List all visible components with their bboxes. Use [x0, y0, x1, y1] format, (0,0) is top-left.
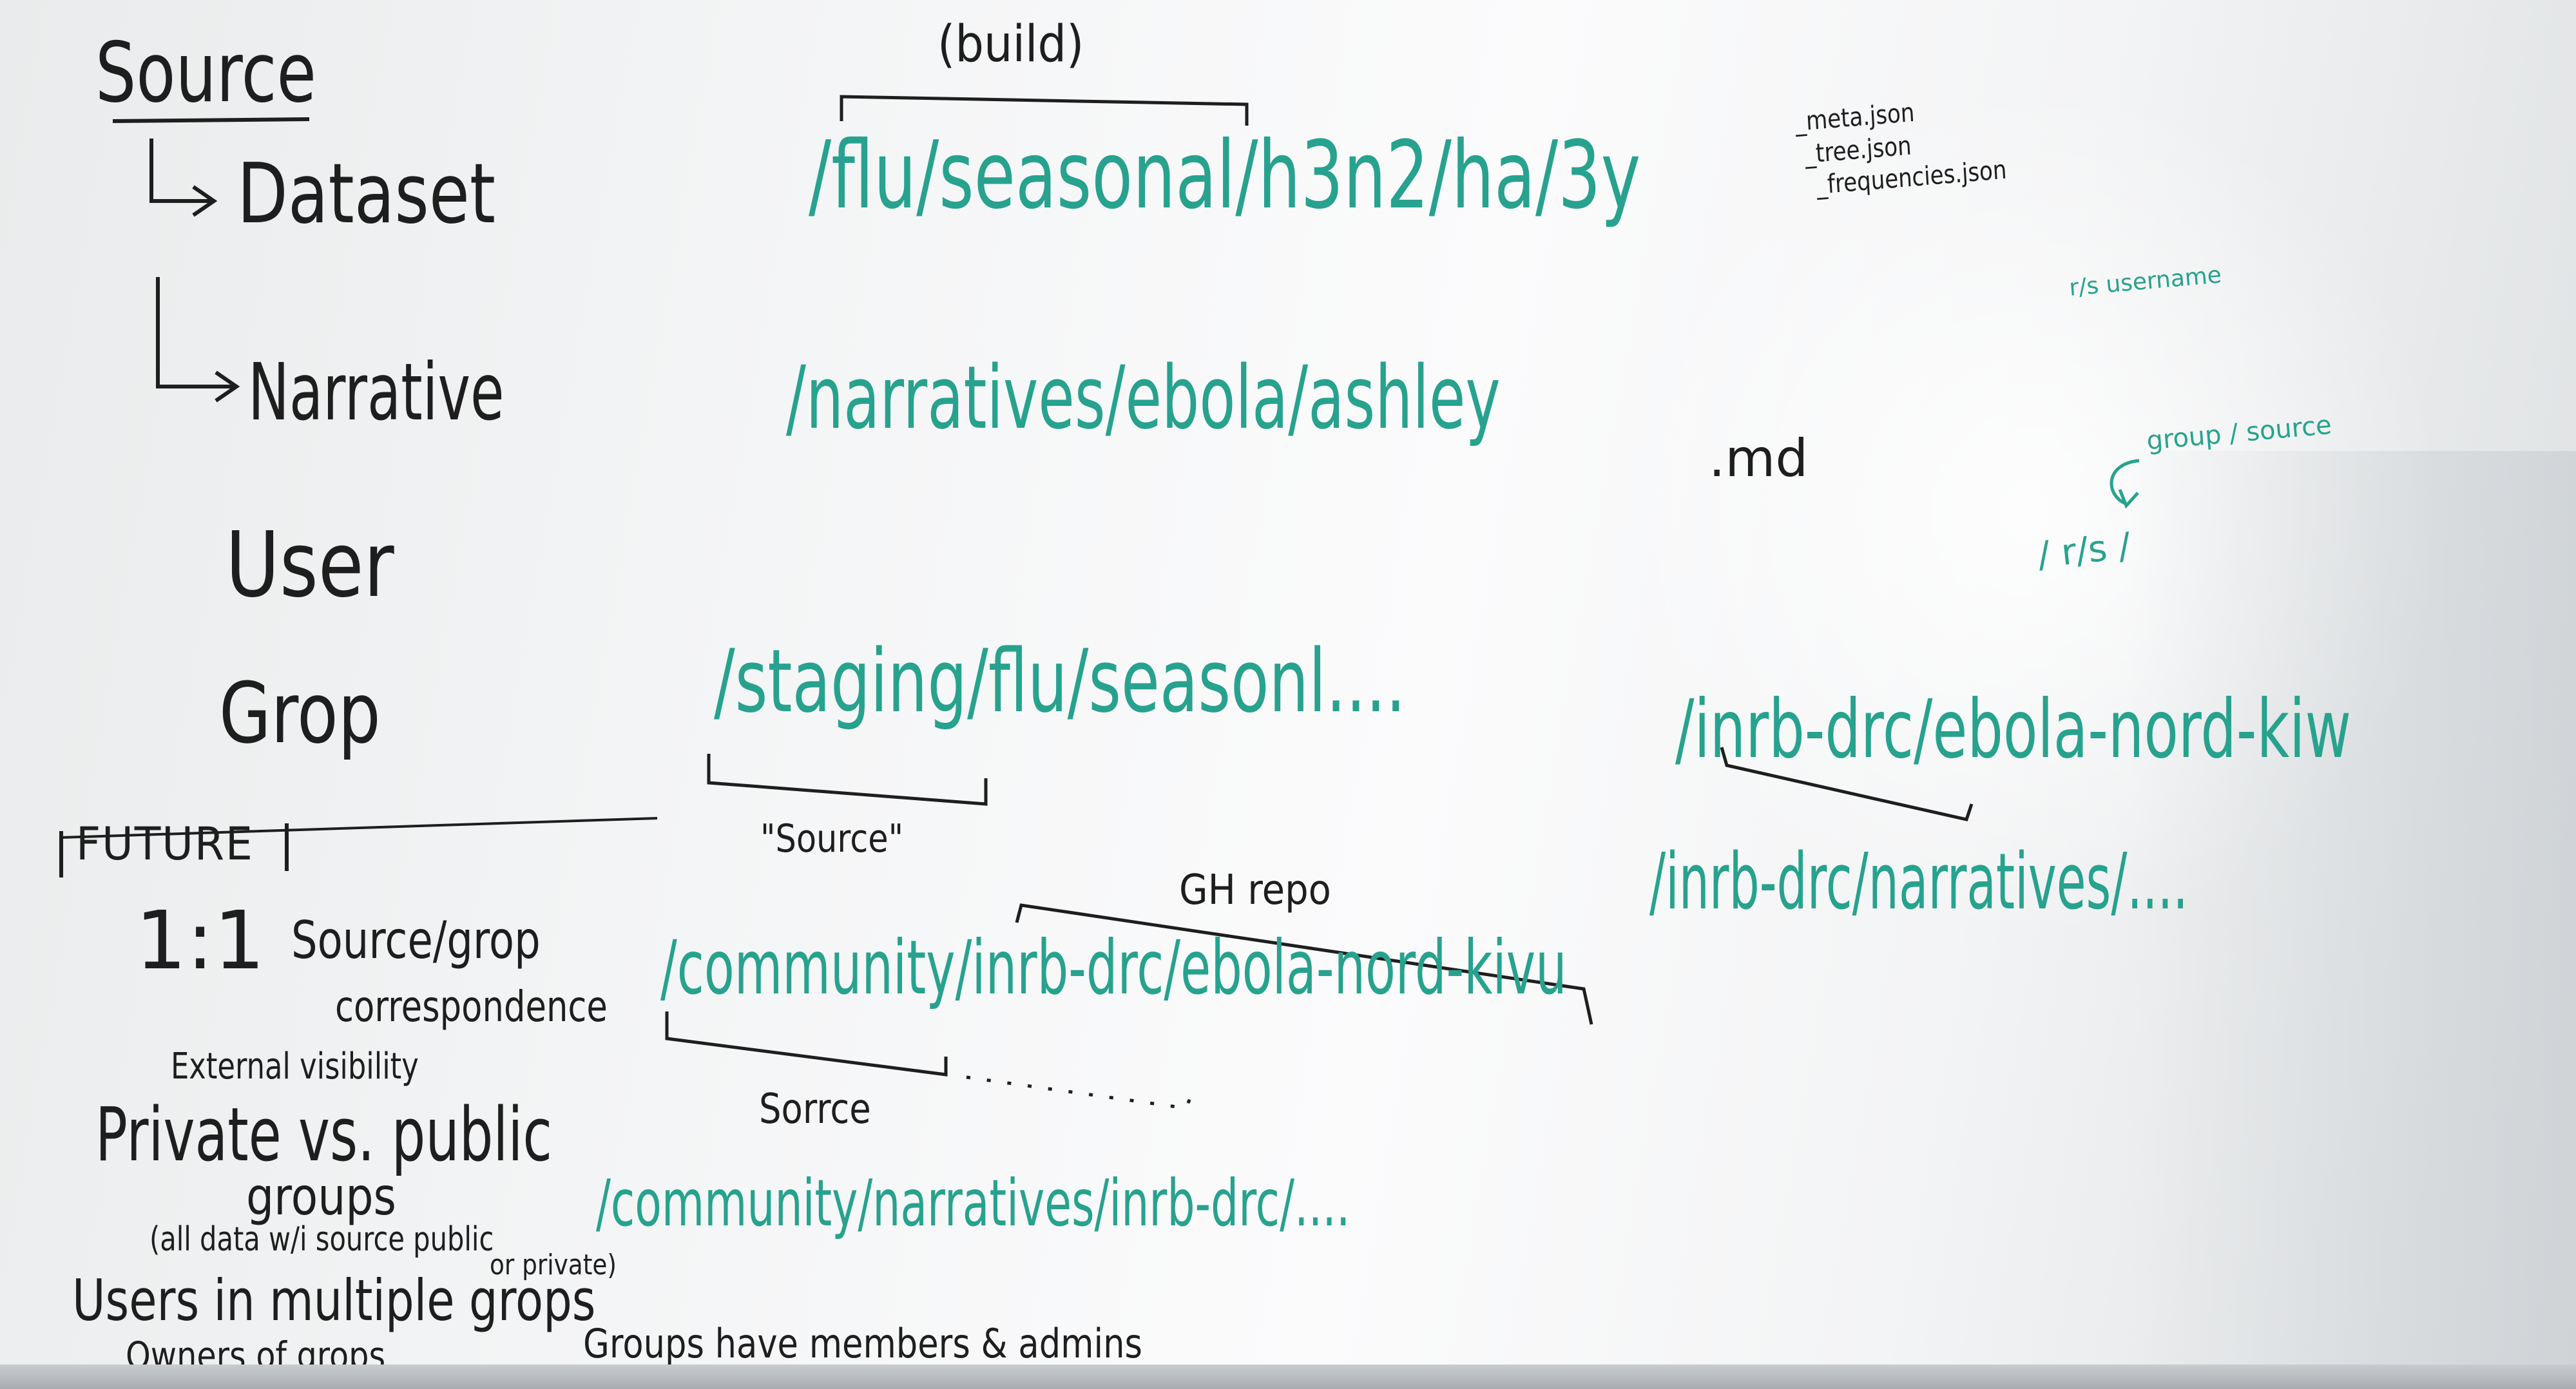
source-label: Source: [95, 25, 316, 121]
sonve-label: Sorrce: [759, 1086, 871, 1133]
gh-repo-bracket: [1015, 903, 1593, 1025]
future-divider: [61, 817, 658, 839]
correspondence-text: correspondence: [335, 982, 608, 1031]
narrative-label: Narrative: [248, 347, 505, 438]
external-visibility-text: External visibility: [171, 1046, 419, 1087]
gh-repo-label: GH repo: [1179, 867, 1331, 914]
one-to-one-label: 1:1: [135, 894, 265, 988]
dotted-extension: [966, 1075, 1195, 1110]
community-narratives-path: /community/narratives/inrb-drc/....: [596, 1165, 1350, 1241]
future-box: [59, 823, 289, 877]
narrative-hook-arrow: [156, 277, 240, 403]
inrb-bracket: [1720, 747, 1974, 821]
board-shadow: [2126, 451, 2576, 1389]
teal-curved-arrow: [2110, 459, 2140, 509]
dataset-label: Dataset: [237, 146, 495, 242]
source-quote-label: "Source": [760, 816, 904, 861]
inrb-drc-path: /inrb-drc/ebola-nord-kiw: [1675, 683, 2352, 776]
source-bracket-1: [707, 754, 988, 806]
flu-dataset-path: /flu/seasonal/h3n2/ha/3y: [809, 121, 1641, 230]
build-bracket: [840, 95, 1249, 126]
all-data-note: (all data w/i source public: [149, 1220, 494, 1259]
future-label: FUTURE: [76, 818, 254, 870]
source-group-text: Source/grop: [291, 910, 541, 970]
md-extension: .md: [1709, 428, 1809, 488]
build-label: (build): [937, 15, 1084, 73]
community-path: /community/inrb-drc/ebola-nord-kivu: [660, 924, 1567, 1011]
user-label: User: [226, 513, 394, 618]
marker-tray: [0, 1365, 2576, 1389]
or-private-note: or private): [490, 1249, 617, 1281]
users-multiple-text: Users in multiple grops: [72, 1267, 596, 1334]
dataset-hook-arrow: [149, 139, 218, 217]
staging-path: /staging/flu/seasonl....: [714, 631, 1406, 732]
teal-note-rs: / r/s /: [2035, 524, 2133, 577]
groups-members-text: Groups have members & admins: [583, 1320, 1142, 1367]
inrb-narratives-path: /inrb-drc/narratives/....: [1649, 838, 2188, 927]
groups-text: groups: [246, 1167, 396, 1227]
source-bracket-2: [665, 1011, 948, 1077]
narratives-path: /narratives/ebola/ashley: [786, 347, 1501, 448]
source-underline: [112, 117, 310, 123]
group-label: Grop: [219, 664, 381, 762]
private-public-text: Private vs. public: [95, 1092, 552, 1178]
